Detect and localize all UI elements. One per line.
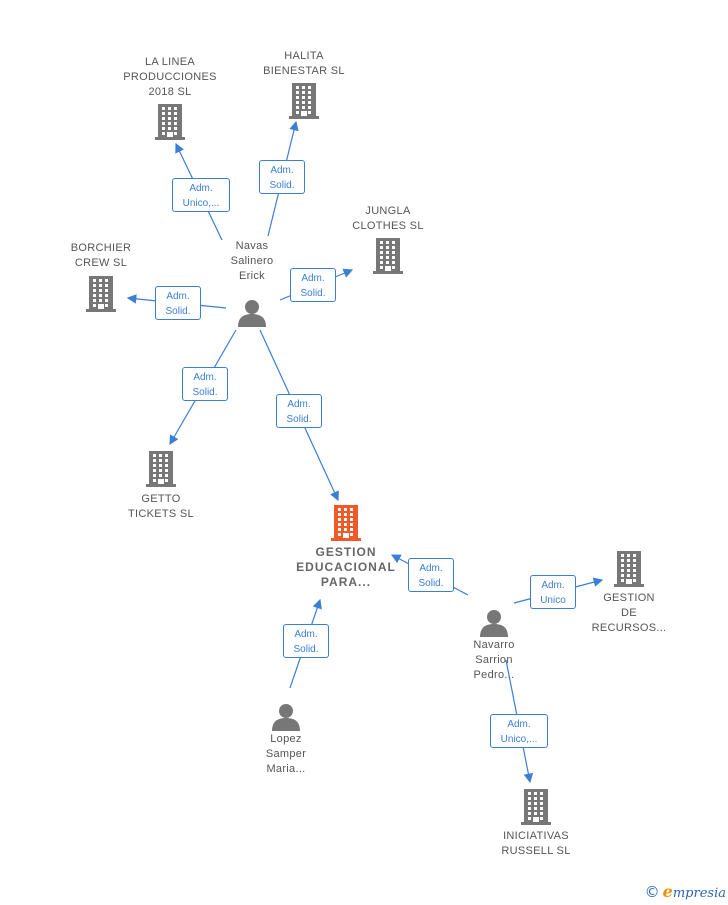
node-label-iniciativas[interactable]: INICIATIVAS RUSSELL SL [501, 830, 571, 857]
node-label-borchier[interactable]: BORCHIER CREW SL [70, 242, 132, 269]
building-icon-halita[interactable] [289, 83, 319, 119]
edge-label-navas-halita[interactable]: Adm. Solid. [259, 160, 305, 194]
edge-label-navas-borchier[interactable]: Adm. Solid. [155, 286, 201, 320]
node-label-gestion_recursos[interactable]: GESTION DE RECURSOS... [591, 592, 667, 634]
building-icon-jungla[interactable] [373, 238, 403, 274]
node-label-gestion_educacional[interactable]: GESTION EDUCACIONAL PARA... [296, 545, 396, 589]
edge-label-navarro-gestion_recursos[interactable]: Adm. Unico [530, 575, 576, 609]
person-icon-navas[interactable] [237, 299, 267, 327]
edge-label-navas-gestion_educacional[interactable]: Adm. Solid. [276, 394, 322, 428]
person-icon-navarro[interactable] [479, 609, 509, 637]
node-label-navas[interactable]: Navas Salinero Erick [230, 240, 274, 282]
empresia-logo[interactable]: ©empresia [645, 882, 726, 901]
building-icon-gestion_educacional[interactable] [331, 505, 361, 541]
edge-label-navas-getto[interactable]: Adm. Solid. [182, 367, 228, 401]
edge-label-navas-la_linea[interactable]: Adm. Unico,... [172, 178, 230, 212]
building-icon-iniciativas[interactable] [521, 789, 551, 825]
node-label-navarro[interactable]: Navarro Sarrion Pedro... [473, 639, 515, 681]
building-icon-la_linea[interactable] [155, 104, 185, 140]
node-label-halita[interactable]: HALITA BIENESTAR SL [263, 50, 345, 77]
edge-label-navarro-iniciativas[interactable]: Adm. Unico,... [490, 714, 548, 748]
edge-label-lopez-gestion_educacional[interactable]: Adm. Solid. [283, 624, 329, 658]
edge-label-navas-jungla[interactable]: Adm. Solid. [290, 268, 336, 302]
person-icon-lopez[interactable] [271, 703, 301, 731]
node-label-getto[interactable]: GETTO TICKETS SL [128, 493, 194, 520]
brand-initial: e [662, 882, 673, 901]
node-label-lopez[interactable]: Lopez Samper Maria... [265, 733, 307, 775]
building-icon-getto[interactable] [146, 451, 176, 487]
building-icon-borchier[interactable] [86, 276, 116, 312]
copyright-icon: © [644, 883, 660, 901]
brand-name: mpresia [672, 886, 726, 901]
node-label-jungla[interactable]: JUNGLA CLOTHES SL [352, 205, 424, 232]
node-label-la_linea[interactable]: LA LINEA PRODUCCIONES 2018 SL [123, 56, 217, 98]
edge-label-navarro-gestion_educacional[interactable]: Adm. Solid. [408, 558, 454, 592]
building-icon-gestion_recursos[interactable] [614, 551, 644, 587]
